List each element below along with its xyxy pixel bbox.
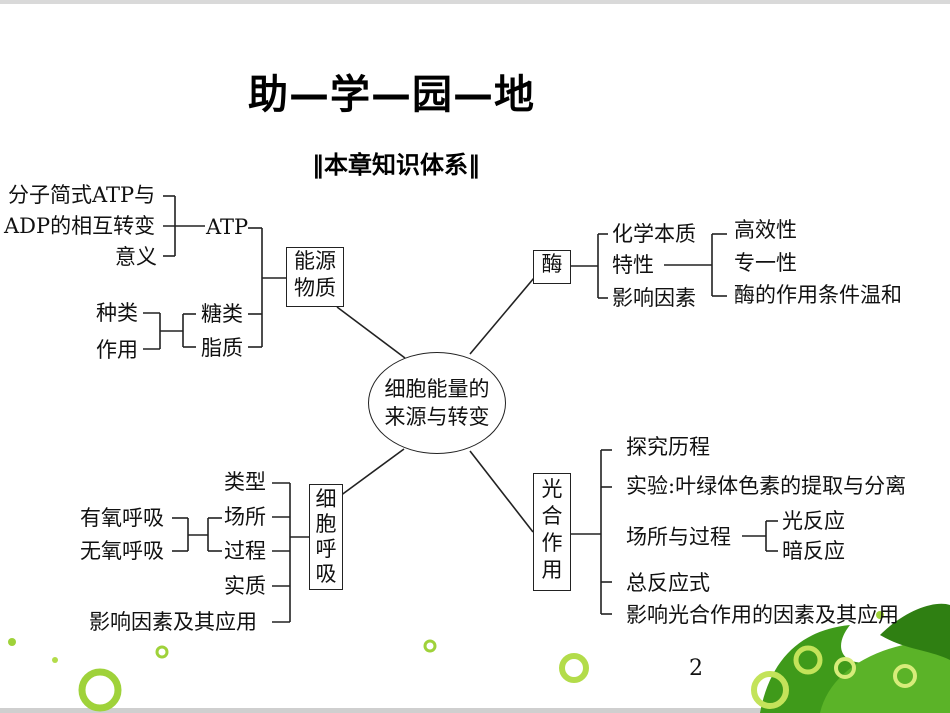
fat-node: 脂质 xyxy=(201,335,243,361)
respiration-label: 细胞呼吸 xyxy=(315,487,337,587)
sugar-node: 糖类 xyxy=(201,301,243,327)
atp-item-conversion: ADP的相互转变 xyxy=(4,213,155,239)
atp-item-formula: 分子简式ATP与 xyxy=(8,182,155,208)
respiration-item-site: 场所 xyxy=(224,504,266,530)
enzyme-item-nature: 化学本质 xyxy=(612,221,696,247)
photosynthesis-item-equation: 总反应式 xyxy=(626,570,710,596)
sugar-item-uses: 作用 xyxy=(96,337,138,363)
photosynthesis-label: 光合作用 xyxy=(541,476,563,584)
energy-source-box: 能源物质 xyxy=(286,247,344,307)
enzyme-property-specificity: 专一性 xyxy=(734,250,797,276)
respiration-item-essence: 实质 xyxy=(224,573,266,599)
enzyme-property-mild: 酶的作用条件温和 xyxy=(734,282,902,308)
atp-item-meaning: 意义 xyxy=(115,244,157,270)
atp-node: ATP xyxy=(206,214,248,240)
sugar-item-types: 种类 xyxy=(96,300,138,326)
photosynthesis-item-experiment: 实验:叶绿体色素的提取与分离 xyxy=(626,473,906,499)
photosynthesis-item-site-process: 场所与过程 xyxy=(626,524,731,550)
respiration-item-factors: 影响因素及其应用 xyxy=(89,609,257,635)
respiration-type-anaerobic: 无氧呼吸 xyxy=(80,538,164,564)
enzyme-label: 酶 xyxy=(542,252,563,276)
photosynthesis-item-history: 探究历程 xyxy=(626,434,710,460)
photosynthesis-dark-reaction: 暗反应 xyxy=(782,538,845,564)
respiration-type-aerobic: 有氧呼吸 xyxy=(80,505,164,531)
enzyme-item-property: 特性 xyxy=(612,252,654,278)
center-topic: 细胞能量的来源与转变 xyxy=(368,352,506,454)
respiration-item-process: 过程 xyxy=(224,538,266,564)
slide-title: 助—学—园—地 xyxy=(248,62,535,120)
photosynthesis-light-reaction: 光反应 xyxy=(782,508,845,534)
energy-source-label: 能源物质 xyxy=(287,248,343,302)
slide-subtitle: ‖本章知识体系‖ xyxy=(312,145,480,180)
photosynthesis-item-factors: 影响光合作用的因素及其应用 xyxy=(626,602,899,628)
photosynthesis-box: 光合作用 xyxy=(533,473,571,591)
respiration-box: 细胞呼吸 xyxy=(309,484,343,590)
page-number: 2 xyxy=(689,656,703,681)
enzyme-property-efficiency: 高效性 xyxy=(734,217,797,243)
enzyme-box: 酶 xyxy=(533,250,571,284)
enzyme-item-factors: 影响因素 xyxy=(612,285,696,311)
respiration-item-type: 类型 xyxy=(224,469,266,495)
center-topic-label: 细胞能量的来源与转变 xyxy=(377,375,497,431)
